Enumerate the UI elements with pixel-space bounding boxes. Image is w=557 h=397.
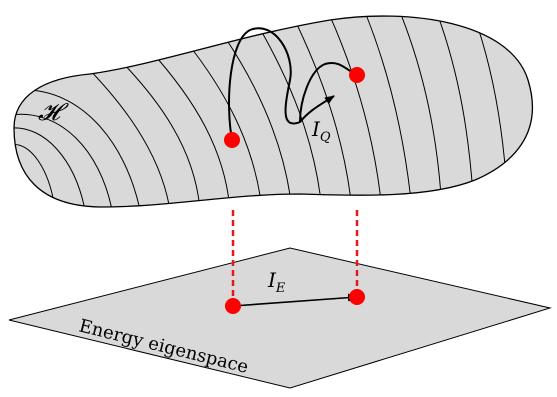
end-point-manifold — [349, 67, 365, 83]
quantum-trajectory-tail — [299, 62, 357, 123]
contour-line — [14, 113, 113, 208]
quantum-trajectory — [228, 27, 335, 141]
contour-line — [324, 16, 383, 208]
contour-line — [14, 127, 86, 208]
contour-line — [184, 39, 263, 208]
energy-eigenspace-plane — [8, 247, 552, 389]
quantum-path-label: IQ — [311, 117, 331, 145]
end-point-plane — [349, 289, 365, 305]
contour-line — [219, 29, 293, 208]
contour-line — [359, 16, 413, 208]
contour-line — [79, 59, 171, 208]
contour-line — [24, 89, 141, 208]
contour-line — [149, 49, 231, 208]
energy-trajectory — [232, 293, 358, 307]
contour-line — [289, 16, 353, 208]
contour-line — [394, 16, 443, 208]
start-point-plane — [225, 298, 241, 314]
contour-line — [114, 54, 201, 208]
start-point-manifold — [224, 132, 240, 148]
hilbert-space-manifold — [13, 15, 534, 208]
contour-line — [254, 19, 323, 208]
energy-path-label: IE — [267, 268, 286, 296]
